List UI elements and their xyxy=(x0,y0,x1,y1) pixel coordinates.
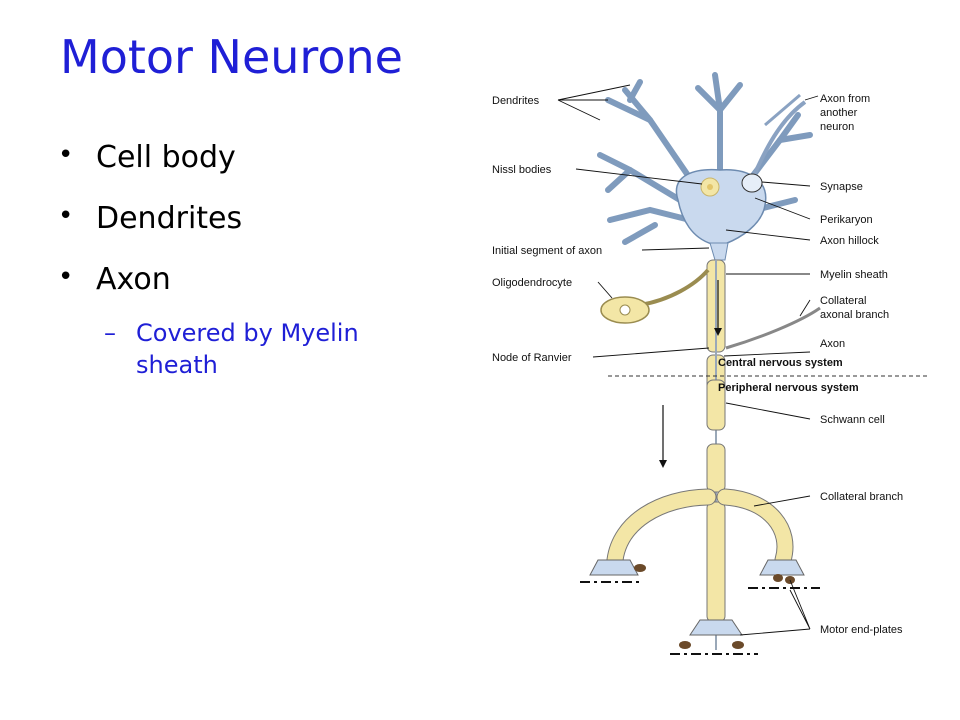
synapse-shape xyxy=(741,173,763,193)
label-axon: Axon xyxy=(820,338,845,350)
schwann-segment-3 xyxy=(706,501,726,623)
label-collateral-branch: Collateral branch xyxy=(820,491,903,503)
motor-neuron-diagram: Dendrites Nissl bodies Initial segment o… xyxy=(492,72,928,655)
bullet-text: Axon xyxy=(96,262,171,297)
oligodendrocyte-process xyxy=(639,268,710,307)
label-nissl-bodies: Nissl bodies xyxy=(492,164,552,176)
schwann-segment-1 xyxy=(706,379,726,431)
bullet-dot-icon: • xyxy=(58,262,74,292)
bullet-dendrites: • Dendrites xyxy=(58,201,438,237)
label-collateral-1: Collateral xyxy=(820,295,866,307)
nucleolus-shape xyxy=(707,184,713,190)
collateral-axonal-branch xyxy=(725,306,821,350)
label-dendrites: Dendrites xyxy=(492,95,540,107)
bullet-list: • Cell body • Dendrites • Axon – Covered… xyxy=(58,140,438,382)
bullet-dot-icon: • xyxy=(58,201,74,231)
bullet-text: Dendrites xyxy=(96,201,243,236)
arrow-head-icon xyxy=(714,328,722,336)
label-synapse: Synapse xyxy=(820,181,863,193)
label-initial-segment: Initial segment of axon xyxy=(492,245,602,257)
label-perikaryon: Perikaryon xyxy=(820,214,873,226)
collateral-branch-left-fill xyxy=(607,489,716,568)
motor-end-plate-right xyxy=(748,559,820,589)
bullet-text: Cell body xyxy=(96,140,236,175)
label-axon-from-1: Axon from xyxy=(820,93,870,105)
slide-title: Motor Neurone xyxy=(60,30,403,84)
label-node-of-ranvier: Node of Ranvier xyxy=(492,352,572,364)
label-oligodendrocyte: Oligodendrocyte xyxy=(492,277,572,289)
label-schwann-cell: Schwann cell xyxy=(820,414,885,426)
bullet-axon: • Axon xyxy=(58,262,438,298)
axon-hillock-shape xyxy=(709,242,729,261)
label-axon-from-3: neuron xyxy=(820,121,854,133)
label-axon-from-2: another xyxy=(820,107,858,119)
label-axon-hillock: Axon hillock xyxy=(820,235,879,247)
leader-lines xyxy=(557,84,819,636)
bullet-cell-body: • Cell body xyxy=(58,140,438,176)
axon-from-another-neuron xyxy=(750,100,807,181)
axon-from-another-neuron-2 xyxy=(764,93,801,127)
label-collateral-2: axonal branch xyxy=(820,309,889,321)
collateral-branch-right-fill xyxy=(717,489,793,568)
arrow-head-icon xyxy=(659,460,667,468)
label-motor-end-plates: Motor end-plates xyxy=(820,624,903,636)
oligodendrocyte-nucleus xyxy=(619,304,631,316)
label-myelin-sheath: Myelin sheath xyxy=(820,269,888,281)
sub-bullet-text: Covered by Myelin sheath xyxy=(136,319,359,380)
schwann-segment-2 xyxy=(706,443,726,493)
motor-end-plate-left xyxy=(580,559,646,583)
bullet-dot-icon: • xyxy=(58,140,74,170)
label-pns: Peripheral nervous system xyxy=(718,382,859,394)
motor-end-plate-center xyxy=(670,619,758,655)
label-cns: Central nervous system xyxy=(718,357,843,369)
sub-bullet-myelin: – Covered by Myelin sheath xyxy=(104,317,436,382)
sub-bullet-dash-icon: – xyxy=(104,319,116,347)
